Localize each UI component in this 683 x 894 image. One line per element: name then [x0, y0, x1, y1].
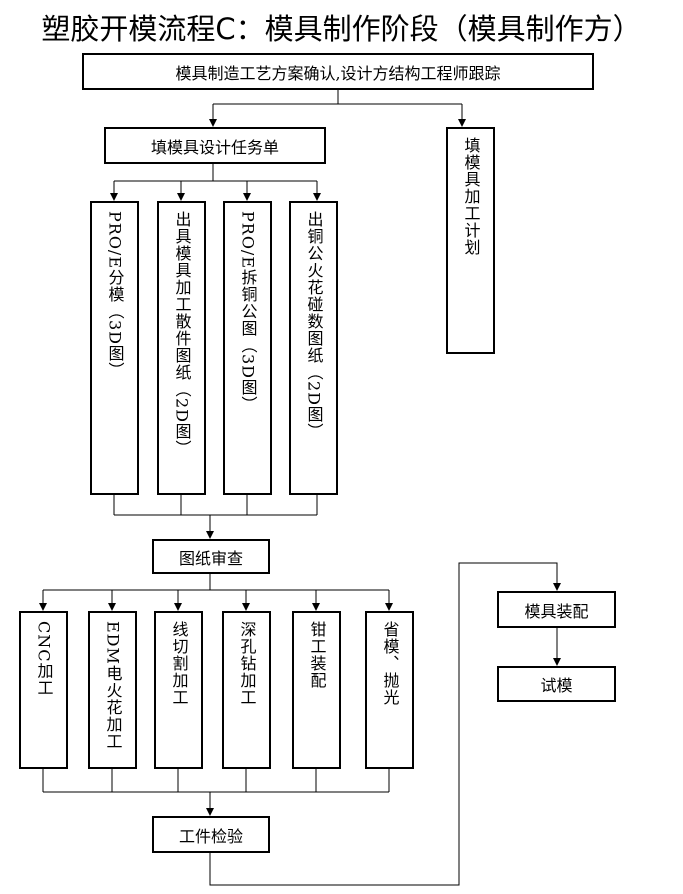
node-process-confirm-label: 模具制造工艺方案确认,设计方结构工程师跟踪: [175, 63, 501, 83]
connector-merge-1: [113, 494, 318, 515]
node-fitter-label: 钳工装配: [307, 621, 327, 689]
node-edm-label: EDM电火花加工: [103, 621, 123, 750]
node-fitter: 钳工装配: [292, 611, 341, 769]
node-inspection-label: 工件检验: [178, 826, 243, 846]
node-copper-spark-label: 出铜公火花碰数图纸（2D图）: [304, 211, 324, 441]
node-process-confirm: 模具制造工艺方案确认,设计方结构工程师跟踪: [82, 53, 594, 90]
node-trial: 试模: [497, 666, 616, 702]
node-cnc: CNC加工: [19, 611, 68, 769]
arrow-to-assembly: [209, 562, 561, 886]
node-processing-plan: 填模具加工计划: [446, 127, 495, 354]
node-wire-cut-label: 线切割加工: [169, 621, 189, 706]
node-drawing-review-label: 图纸审查: [178, 548, 243, 568]
node-edm: EDM电火花加工: [88, 611, 137, 769]
node-assembly: 模具装配: [497, 591, 616, 628]
node-drawing-review: 图纸审查: [152, 539, 270, 574]
node-copper-spark: 出铜公火花碰数图纸（2D图）: [289, 201, 338, 495]
node-polish: 省模、抛光: [365, 611, 414, 769]
node-inspection: 工件检验: [152, 816, 270, 853]
node-assembly-label: 模具装配: [524, 601, 589, 621]
node-pro-e-copper: PRO/E拆铜公图（3D图）: [223, 201, 272, 495]
node-wire-cut: 线切割加工: [154, 611, 203, 769]
node-pro-e-split: PRO/E分模（3D图）: [90, 201, 139, 495]
node-part-drawings: 出具模具加工散件图纸（2D图）: [157, 201, 206, 495]
node-part-drawings-label: 出具模具加工散件图纸（2D图）: [172, 211, 192, 458]
node-deep-hole-label: 深孔钻加工: [237, 621, 257, 706]
node-polish-label: 省模、抛光: [380, 621, 400, 706]
node-processing-plan-label: 填模具加工计划: [461, 137, 481, 256]
node-task-sheet: 填模具设计任务单: [104, 127, 326, 164]
node-pro-e-copper-label: PRO/E拆铜公图（3D图）: [238, 211, 258, 414]
node-trial-label: 试模: [540, 676, 573, 695]
node-task-sheet-label: 填模具设计任务单: [150, 137, 279, 157]
node-cnc-label: CNC加工: [34, 621, 54, 697]
connector-merge-2: [42, 768, 390, 792]
node-pro-e-split-label: PRO/E分模（3D图）: [105, 211, 125, 380]
diagram-title: 塑胶开模流程C：模具制作阶段（模具制作方）: [41, 12, 642, 46]
node-deep-hole: 深孔钻加工: [222, 611, 271, 769]
